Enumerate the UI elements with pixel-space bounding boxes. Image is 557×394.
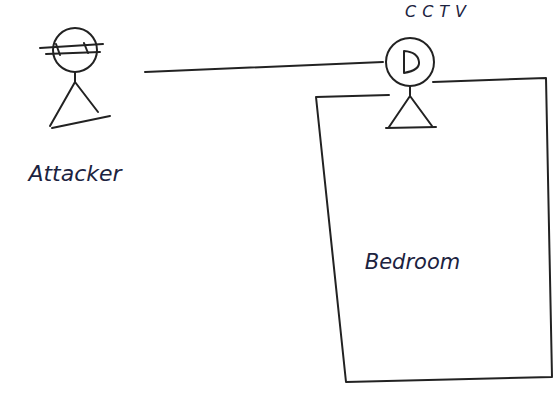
attacker-mask-hatch xyxy=(56,44,60,55)
attacker-mask xyxy=(46,52,100,54)
camera-stand xyxy=(386,86,436,128)
attacker-mask-hatch xyxy=(84,43,88,53)
bedroom-outline xyxy=(316,78,552,382)
attacker-neck xyxy=(74,72,76,82)
camera-body xyxy=(386,38,434,86)
node-label: CCTV xyxy=(405,2,472,21)
connection-line xyxy=(145,62,383,72)
node-label: Attacker xyxy=(28,161,121,186)
node-label: Bedroom xyxy=(365,250,460,274)
bedroom-room: Bedroom xyxy=(315,92,550,382)
attacker-figure: Attacker xyxy=(5,28,145,188)
attacker-mask xyxy=(40,44,103,48)
attacker-body xyxy=(50,82,110,128)
cctv-camera: CCTV xyxy=(383,2,498,132)
attacker-head xyxy=(53,28,97,72)
camera-lens xyxy=(404,51,419,73)
